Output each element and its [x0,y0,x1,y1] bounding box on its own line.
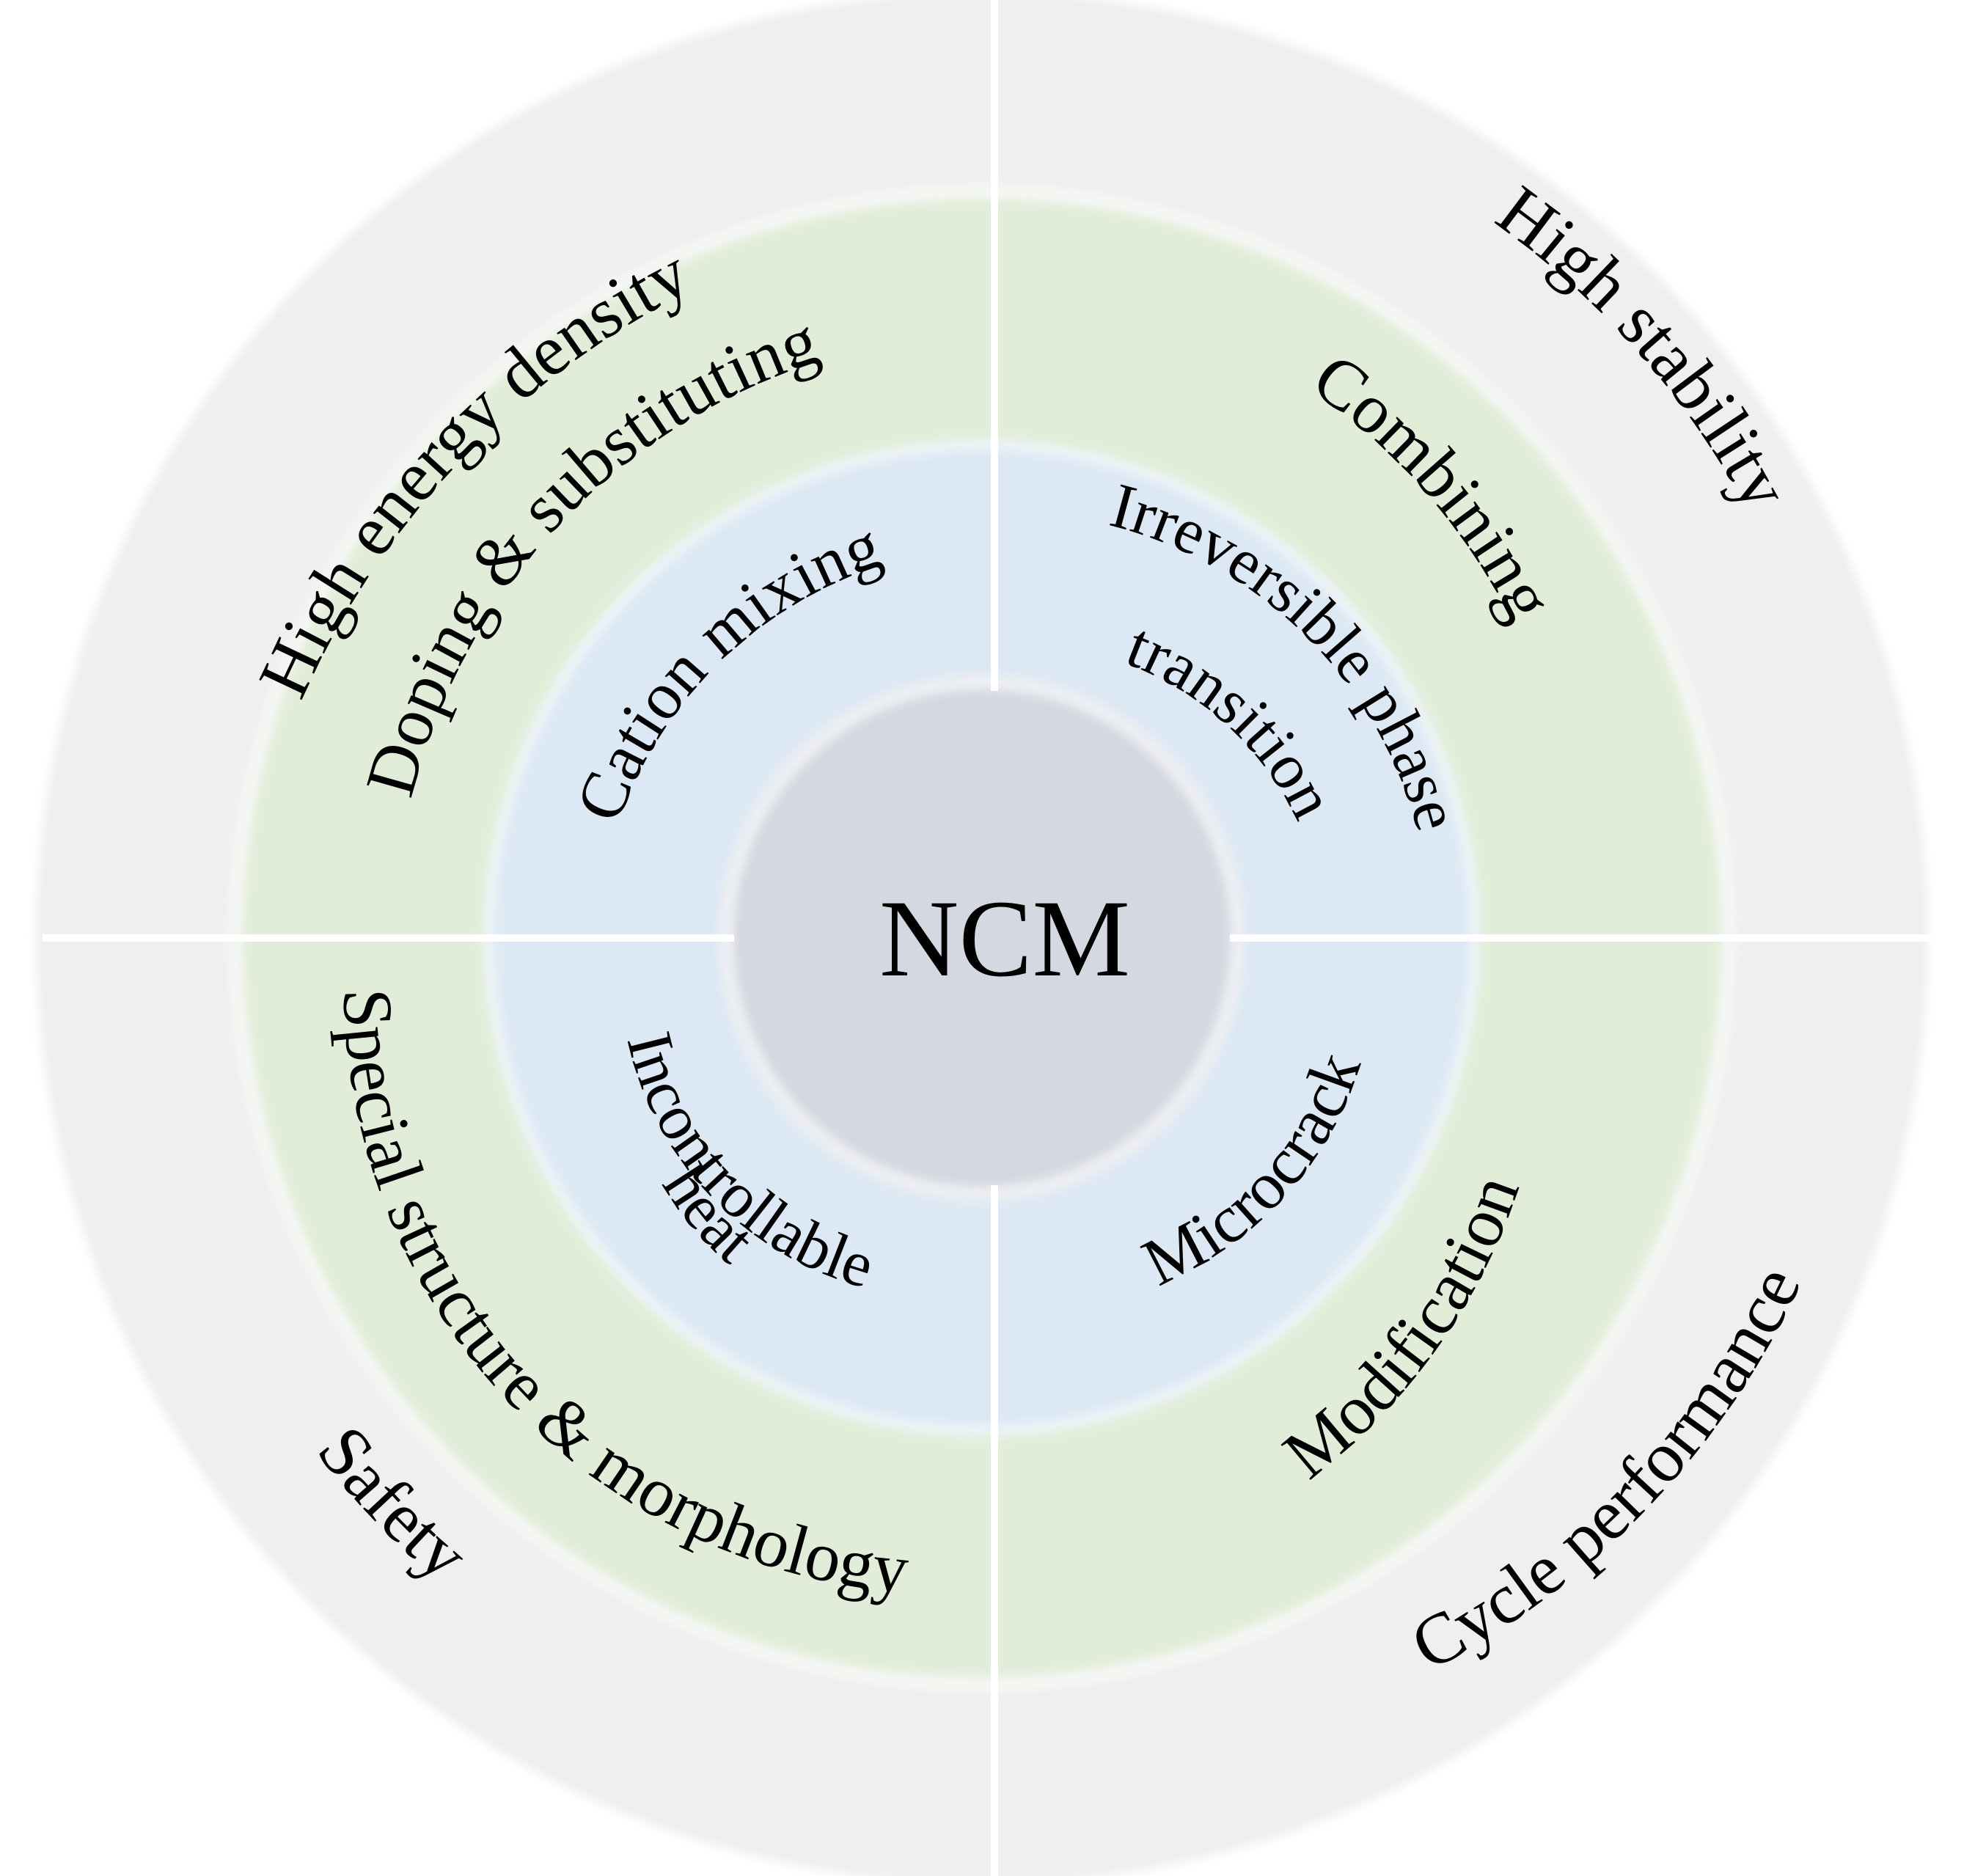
center-disc [734,690,1230,1186]
quadrant-dividers [43,0,1936,1876]
center-label: NCM [879,878,1130,1000]
